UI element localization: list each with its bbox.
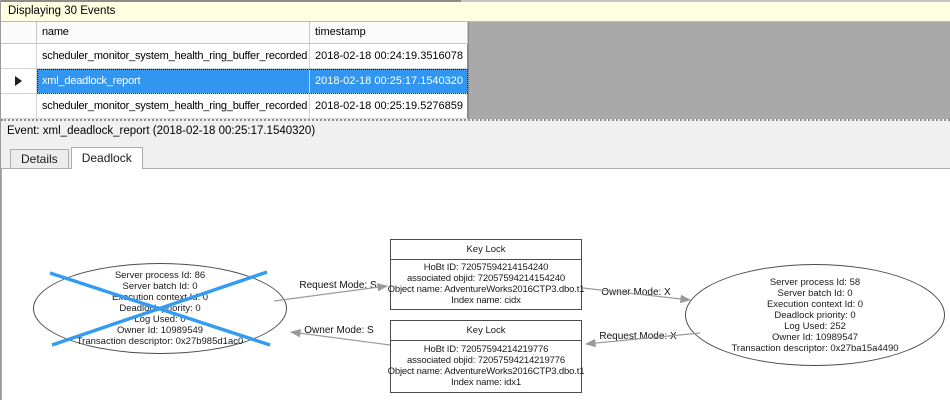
deadlock-graph-pane: Server process Id: 86 Server batch Id: 0… [1,168,950,400]
grid-corner-cell[interactable] [1,22,37,44]
events-grid: name timestamp scheduler_monitor_system_… [1,22,469,119]
grid-header-row: name timestamp [1,22,468,44]
edge-label-owner-s: Owner Mode: S [304,325,374,336]
resource-node-text: HoBt ID: 72057594214219776 associated ob… [387,344,585,388]
event-detail-tabs: Details Deadlock [1,143,950,169]
table-row[interactable]: scheduler_monitor_system_health_ring_buf… [1,94,468,119]
resource-node-title: Key Lock [391,321,581,341]
process-node-victim[interactable]: Server process Id: 86 Server batch Id: 0… [33,263,287,354]
column-header-timestamp[interactable]: timestamp [310,22,468,44]
selected-event-bar: Event: xml_deadlock_report (2018-02-18 0… [1,119,950,143]
process-node[interactable]: Server process Id: 58 Server batch Id: 0… [685,264,945,366]
cell-name[interactable]: xml_deadlock_report [37,69,310,94]
edge-label-request-x: Request Mode: X [599,331,677,342]
cell-name[interactable]: scheduler_monitor_system_health_ring_buf… [37,94,310,119]
splitter-strip[interactable] [1,0,950,2]
cell-timestamp[interactable]: 2018-02-18 00:25:17.1540320 [310,69,468,94]
events-count-text: Displaying 30 Events [8,5,116,17]
table-row[interactable]: scheduler_monitor_system_health_ring_buf… [1,44,468,69]
tab-deadlock[interactable]: Deadlock [70,147,143,169]
row-gutter[interactable] [1,69,37,94]
grid-empty-area [469,22,950,119]
row-gutter[interactable] [1,94,37,119]
row-gutter[interactable] [1,44,37,69]
resource-node-title: Key Lock [391,240,581,260]
current-row-arrow-icon [15,76,22,86]
edge-label-owner-x: Owner Mode: X [601,287,671,298]
selected-event-label: Event: xml_deadlock_report (2018-02-18 0… [7,125,316,137]
table-row-selected[interactable]: xml_deadlock_report 2018-02-18 00:25:17.… [1,69,468,94]
events-count-bar: Displaying 30 Events [1,2,950,22]
cell-timestamp[interactable]: 2018-02-18 00:25:19.5276859 [310,94,468,119]
process-node-victim-text: Server process Id: 86 Server batch Id: 0… [76,270,244,347]
cell-timestamp[interactable]: 2018-02-18 00:24:19.3516078 [310,44,468,69]
column-header-name[interactable]: name [37,22,310,44]
resource-node-keylock-top[interactable]: Key Lock HoBt ID: 72057594214154240 asso… [387,239,585,310]
events-grid-zone: name timestamp scheduler_monitor_system_… [1,22,950,119]
edge-label-request-s: Request Mode: S [299,280,377,291]
cell-name[interactable]: scheduler_monitor_system_health_ring_buf… [37,44,310,69]
tab-details[interactable]: Details [10,149,69,168]
resource-node-text: HoBt ID: 72057594214154240 associated ob… [387,262,585,306]
process-node-text: Server process Id: 58 Server batch Id: 0… [731,276,899,354]
resource-node-keylock-bottom[interactable]: Key Lock HoBt ID: 72057594214219776 asso… [387,320,585,393]
